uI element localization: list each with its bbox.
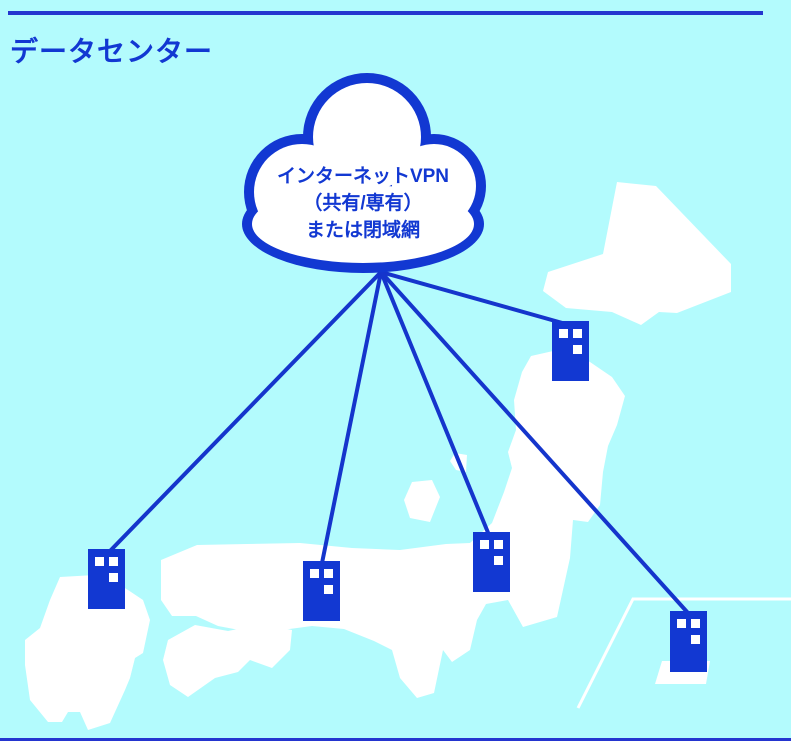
cloud-label: インターネットVPN （共有/専有） または閉域網 — [277, 163, 449, 244]
cloud-label-line2: （共有/専有） — [303, 193, 423, 214]
vpn-connection-lines — [108, 270, 690, 615]
page-title: データセンター — [10, 36, 214, 67]
sado-island — [404, 480, 440, 522]
datacenter-building-icon-north — [552, 321, 589, 381]
datacenter-building-icon-central — [473, 532, 510, 592]
hokkaido-landmass — [543, 182, 731, 325]
connection-line-okinawa — [379, 270, 690, 615]
datacenter-building-icon-kyushu — [88, 549, 125, 609]
top-divider — [8, 11, 763, 15]
shikoku-landmass — [163, 624, 292, 697]
okinawa-inset-divider — [576, 597, 791, 709]
connection-line-west — [320, 270, 383, 565]
kyushu-landmass — [25, 575, 150, 730]
bottom-divider — [0, 738, 791, 741]
cloud-label-line3: または閉域網 — [305, 220, 421, 241]
connection-line-north — [379, 270, 568, 326]
honshu-landmass — [161, 349, 625, 698]
datacenter-building-icon-okinawa — [670, 611, 707, 672]
datacenter-buildings — [88, 321, 707, 672]
cloud-label-line1: インターネットVPN — [276, 166, 450, 187]
cloud-icon — [242, 73, 486, 273]
connection-line-central — [379, 270, 491, 537]
datacenter-building-icon-west — [303, 561, 340, 621]
connection-line-kyushu — [108, 270, 383, 553]
japan-map — [25, 182, 731, 730]
